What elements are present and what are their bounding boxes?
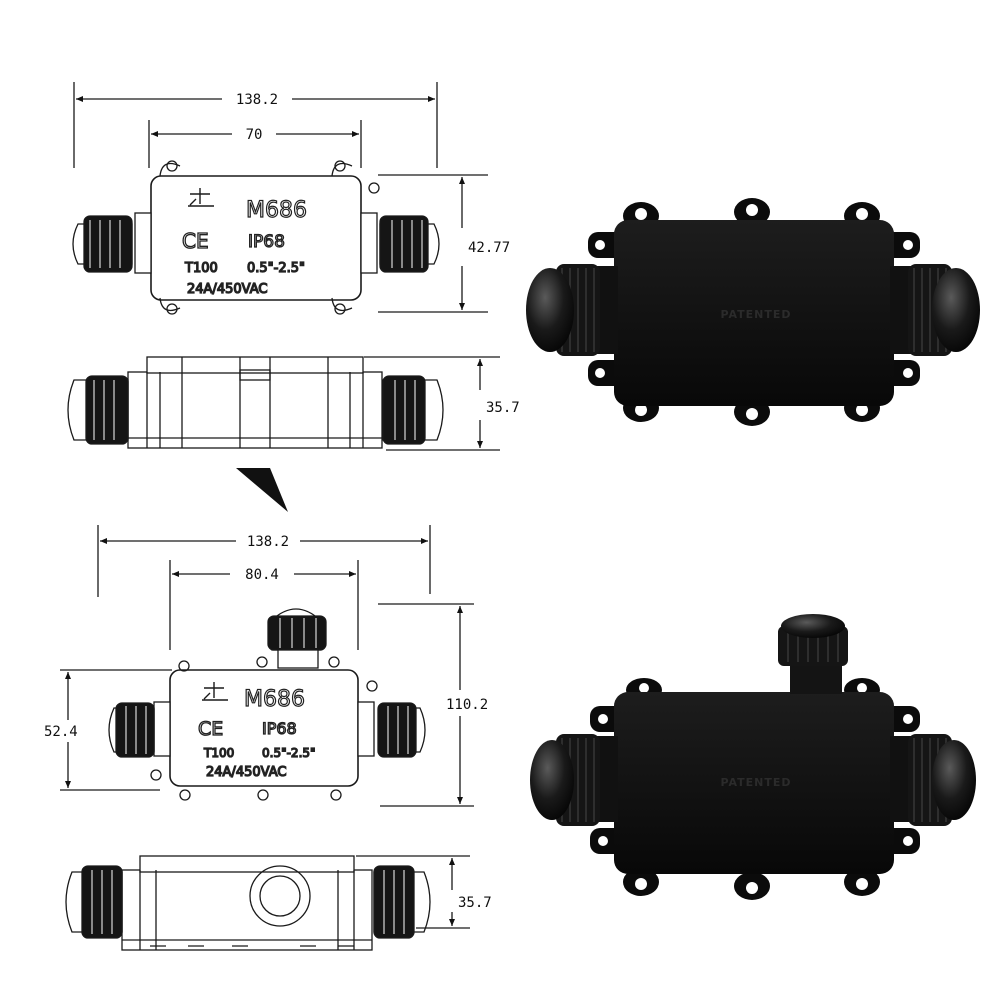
photo-embossed-text-2: PATENTED: [720, 776, 791, 789]
temp-marking-2: T100: [203, 746, 234, 760]
brand-logo-icon-2: [202, 682, 228, 701]
decorative-divider-mark: [236, 468, 288, 512]
label-overall-width: 138.2: [236, 92, 278, 108]
ce-marking-2: CE: [198, 718, 223, 740]
label-body-width: 70: [246, 127, 263, 143]
label-body-width-2: 80.4: [245, 567, 279, 583]
photo-gland-cap-right-2: [932, 740, 976, 820]
label-body-height-2: 52.4: [44, 724, 78, 740]
cable-gland-top: [267, 608, 327, 669]
temp-marking: T100: [184, 261, 218, 276]
side-gland-left: [67, 375, 129, 445]
label-side-height-2: 35.7: [458, 895, 492, 911]
label-overall-width-2: 138.2: [247, 534, 289, 550]
ce-marking: CE: [182, 229, 209, 253]
label-height-top: 42.77: [468, 240, 510, 256]
drawing-2way-side-view: [67, 356, 500, 451]
electrical-rating-marking: 24A/450VAC: [187, 282, 267, 297]
photo-box-body-2: [614, 692, 894, 874]
cable-gland-left-2: [108, 701, 171, 758]
side-gland-right: [382, 375, 444, 445]
product-photo-3way: [530, 614, 976, 900]
drawing-2way-top-view: [72, 82, 488, 315]
cable-range-marking: 0.5"-2.5": [247, 261, 305, 276]
photo-embossed-text: PATENTED: [720, 308, 791, 321]
ip-rating-marking-2: IP68: [262, 719, 297, 738]
label-height-top-2: 110.2: [446, 697, 488, 713]
model-marking: M686: [246, 198, 307, 223]
side-gland-right-2: [373, 865, 431, 939]
photo-gland-cap-right: [932, 268, 980, 352]
side-gland-left-2: [65, 865, 123, 939]
ip-rating-marking: IP68: [248, 232, 285, 252]
product-photo-2way: [526, 198, 980, 426]
label-side-height: 35.7: [486, 400, 520, 416]
photo-gland-cap-left-2: [530, 740, 574, 820]
electrical-rating-marking-2: 24A/450VAC: [206, 765, 286, 780]
model-marking-2: M686: [244, 687, 305, 712]
drawing-3way-top-view: [60, 525, 474, 807]
photo-gland-cap-left: [526, 268, 574, 352]
cable-gland-right: [360, 212, 440, 274]
cable-gland-left: [72, 212, 152, 274]
brand-logo-icon: [188, 188, 214, 207]
photo-gland-cap-top: [781, 614, 845, 638]
cable-range-marking-2: 0.5"-2.5": [262, 746, 316, 760]
photo-box-body: [614, 220, 894, 406]
side-port-opening: [249, 865, 311, 927]
drawing-3way-side-view: [65, 855, 470, 951]
cable-gland-right-2: [357, 701, 426, 758]
